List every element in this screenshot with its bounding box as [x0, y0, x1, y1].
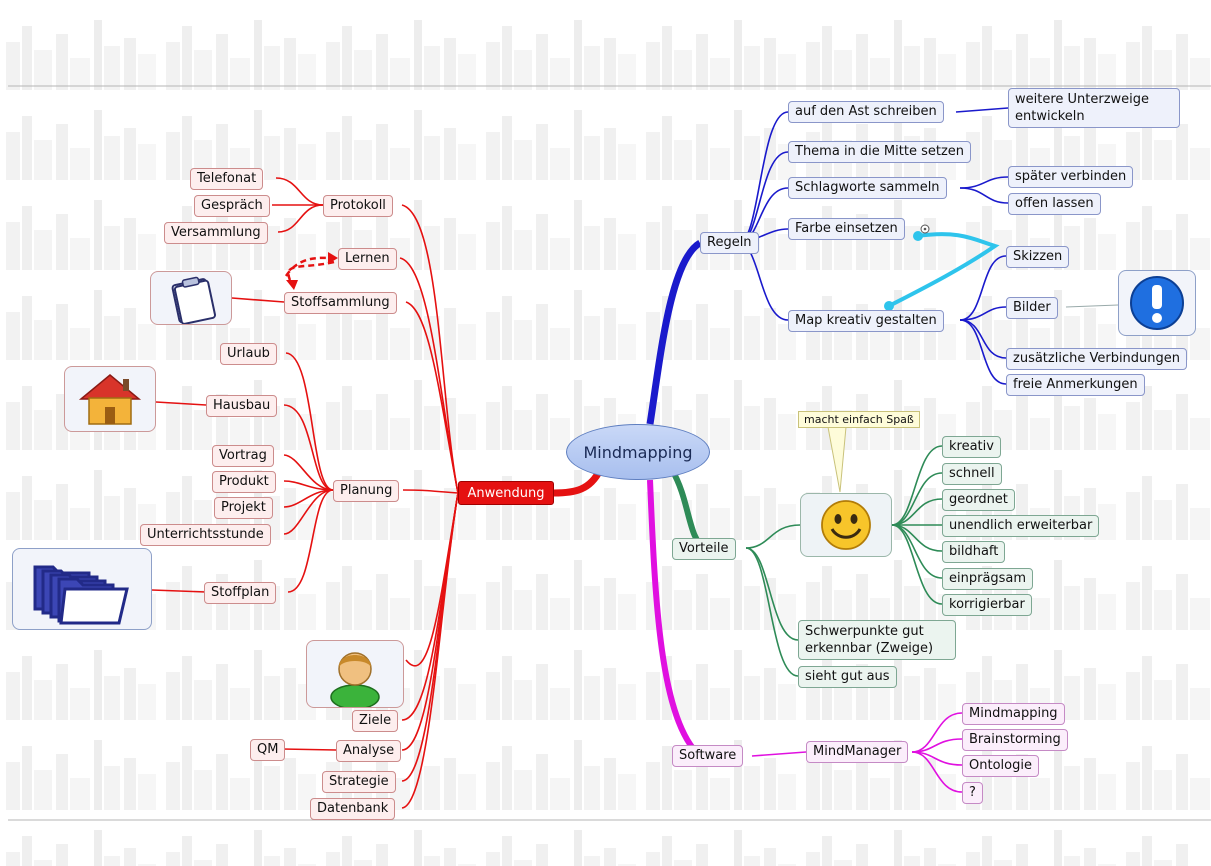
topic-unterrichtsstunde[interactable]: Unterrichtsstunde [140, 524, 271, 546]
topic-sw-ontologie[interactable]: Ontologie [962, 755, 1039, 777]
smiley-icon [821, 500, 871, 550]
exclamation-icon [1130, 276, 1184, 330]
topic-farbe[interactable]: Farbe einsetzen [788, 218, 905, 240]
topic-analyse[interactable]: Analyse [336, 740, 402, 762]
topic-skizzen[interactable]: Skizzen [1006, 246, 1070, 268]
house-image[interactable] [64, 366, 156, 432]
topic-geordnet[interactable]: geordnet [942, 489, 1015, 511]
topic-map-kreativ[interactable]: Map kreativ gestalten [788, 310, 944, 332]
topic-bildhaft[interactable]: bildhaft [942, 541, 1006, 563]
topic-offen[interactable]: offen lassen [1008, 193, 1101, 215]
smiley-image[interactable] [800, 493, 892, 557]
topic-thema[interactable]: Thema in die Mitte setzen [788, 141, 971, 163]
topic-stoffplan[interactable]: Stoffplan [204, 582, 277, 604]
exclamation-image[interactable] [1118, 270, 1196, 336]
relationship-connector [888, 232, 1000, 308]
topic-gespraech[interactable]: Gespräch [194, 195, 270, 217]
callout-spass: macht einfach Spaß [798, 411, 920, 428]
topic-anwendung[interactable]: Anwendung [458, 481, 554, 505]
topic-software[interactable]: Software [672, 745, 744, 767]
topic-stoffsammlung[interactable]: Stoffsammlung [284, 292, 397, 314]
topic-sw-brainstorming[interactable]: Brainstorming [962, 729, 1068, 751]
topic-telefonat[interactable]: Telefonat [190, 168, 264, 190]
topic-schnell[interactable]: schnell [942, 463, 1002, 485]
topic-unendlich[interactable]: unendlich erweiterbar [942, 515, 1100, 537]
topic-sw-unknown[interactable]: ? [962, 782, 983, 804]
topic-lernen[interactable]: Lernen [338, 248, 397, 270]
topic-versammlung[interactable]: Versammlung [164, 222, 268, 244]
topic-planung[interactable]: Planung [333, 480, 400, 502]
topic-schlagworte[interactable]: Schlagworte sammeln [788, 177, 947, 199]
topic-datenbank[interactable]: Datenbank [310, 798, 396, 820]
topic-einpraegsam[interactable]: einprägsam [942, 568, 1034, 590]
topic-produkt[interactable]: Produkt [212, 471, 276, 493]
topic-korrigierbar[interactable]: korrigierbar [942, 594, 1032, 616]
clipboard-icon [171, 276, 216, 325]
topic-qm[interactable]: QM [250, 739, 286, 761]
topic-ast[interactable]: auf den Ast schreiben [788, 101, 944, 123]
topic-urlaub[interactable]: Urlaub [220, 343, 277, 365]
clipboard-image[interactable] [150, 271, 232, 325]
folders-image[interactable] [12, 548, 152, 630]
house-icon [78, 374, 142, 425]
topic-vortrag[interactable]: Vortrag [212, 445, 274, 467]
topic-unterzweige[interactable]: weitere Unterzweige entwickeln [1008, 88, 1180, 128]
topic-bilder[interactable]: Bilder [1006, 297, 1058, 319]
topic-ziele[interactable]: Ziele [352, 710, 399, 732]
topic-zusaetzlich[interactable]: zusätzliche Verbindungen [1006, 348, 1188, 370]
topic-sw-mindmapping[interactable]: Mindmapping [962, 703, 1065, 725]
topic-sieht-gut-aus[interactable]: sieht gut aus [798, 666, 897, 688]
topic-kreativ[interactable]: kreativ [942, 436, 1001, 458]
user-icon [330, 652, 380, 710]
branch-software [647, 479, 703, 759]
user-image[interactable] [306, 640, 404, 710]
branch-regeln [646, 239, 703, 425]
topic-vorteile[interactable]: Vorteile [672, 538, 736, 560]
topic-regeln[interactable]: Regeln [700, 232, 759, 254]
topic-spaeter[interactable]: später verbinden [1008, 166, 1134, 188]
topic-protokoll[interactable]: Protokoll [323, 195, 393, 217]
folders-icon [33, 565, 129, 625]
topic-schwerpunkte[interactable]: Schwerpunkte gut erkennbar (Zweige) [798, 620, 956, 660]
topic-freie[interactable]: freie Anmerkungen [1006, 374, 1145, 396]
topic-strategie[interactable]: Strategie [322, 771, 396, 793]
central-topic[interactable]: Mindmapping [566, 424, 710, 480]
topic-projekt[interactable]: Projekt [214, 497, 273, 519]
branch-vorteile [669, 468, 707, 551]
topic-mindmanager[interactable]: MindManager [806, 741, 909, 763]
topic-hausbau[interactable]: Hausbau [206, 395, 278, 417]
